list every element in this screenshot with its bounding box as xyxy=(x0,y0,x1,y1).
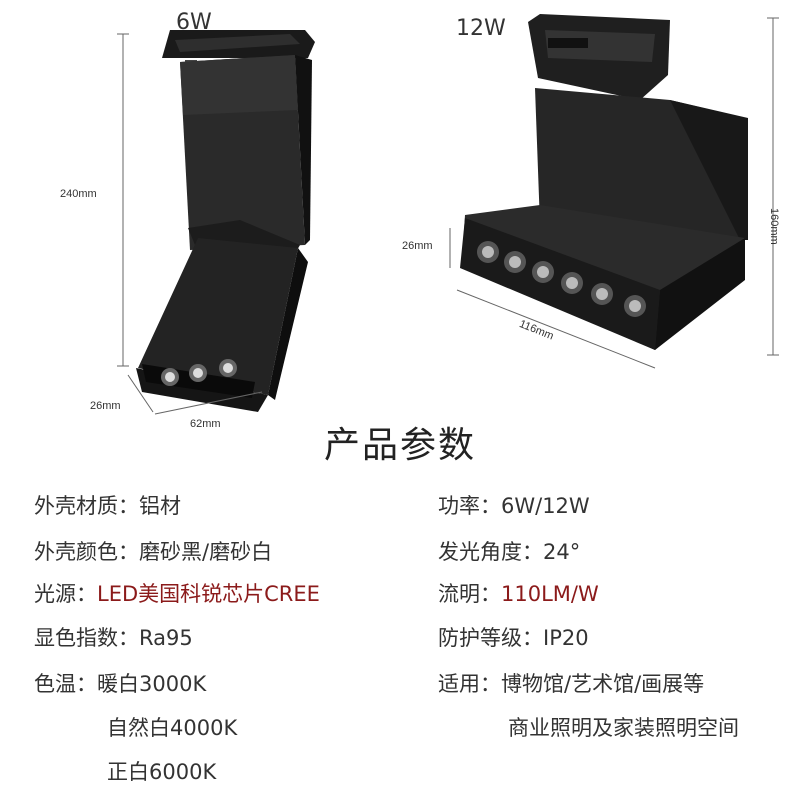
model-label-12w: 12W xyxy=(456,16,506,41)
spec-value: IP20 xyxy=(543,626,589,650)
spec-value: LED美国科锐芯片CREE xyxy=(97,582,320,606)
spec-application-cont: 商业照明及家装照明空间 xyxy=(508,716,739,740)
spec-label: 功率： xyxy=(438,494,501,518)
spec-value: Ra95 xyxy=(139,626,193,650)
spec-color-temp-cont-1: 自然白4000K xyxy=(107,716,238,740)
spec-label: 显色指数： xyxy=(34,626,139,650)
spec-value: 磨砂黑/磨砂白 xyxy=(139,540,273,564)
spec-ip-rating: 防护等级：IP20 xyxy=(438,622,589,652)
spec-color-temp-cont-2: 正白6000K xyxy=(107,760,217,784)
spec-label: 防护等级： xyxy=(438,626,543,650)
spec-value: 6W/12W xyxy=(501,494,590,518)
spec-value: 24° xyxy=(543,540,581,564)
spec-label: 外壳材质： xyxy=(34,494,139,518)
dimension-depth-6w: 26mm xyxy=(90,400,121,412)
spec-label: 光源： xyxy=(34,582,97,606)
spec-value: 博物馆/艺术馆/画展等 xyxy=(501,672,705,696)
spec-power: 功率：6W/12W xyxy=(438,490,590,520)
spec-label: 外壳颜色： xyxy=(34,540,139,564)
spec-application: 适用：博物馆/艺术馆/画展等 xyxy=(438,668,704,698)
spec-label: 发光角度： xyxy=(438,540,543,564)
spec-label: 适用： xyxy=(438,672,501,696)
spec-beam-angle: 发光角度：24° xyxy=(438,536,580,566)
spec-color-temp: 色温：暖白3000K xyxy=(34,668,206,698)
spec-cri: 显色指数：Ra95 xyxy=(34,622,193,652)
spec-value: 110LM/W xyxy=(501,582,599,606)
page-title: 产品参数 xyxy=(323,425,476,466)
spec-material: 外壳材质：铝材 xyxy=(34,490,181,520)
spec-color: 外壳颜色：磨砂黑/磨砂白 xyxy=(34,536,272,566)
dimension-width-6w: 62mm xyxy=(190,418,221,430)
dimension-height-12w: 160mm xyxy=(768,208,780,245)
dimension-height-6w: 240mm xyxy=(60,188,97,200)
spec-lumen: 流明：110LM/W xyxy=(438,578,599,608)
spec-light-source: 光源：LED美国科锐芯片CREE xyxy=(34,578,320,608)
spec-label: 流明： xyxy=(438,582,501,606)
dimension-depth-12w: 26mm xyxy=(402,240,433,252)
spec-value: 铝材 xyxy=(139,494,181,518)
spec-label: 色温： xyxy=(34,672,97,696)
spec-value: 暖白3000K xyxy=(97,672,207,696)
